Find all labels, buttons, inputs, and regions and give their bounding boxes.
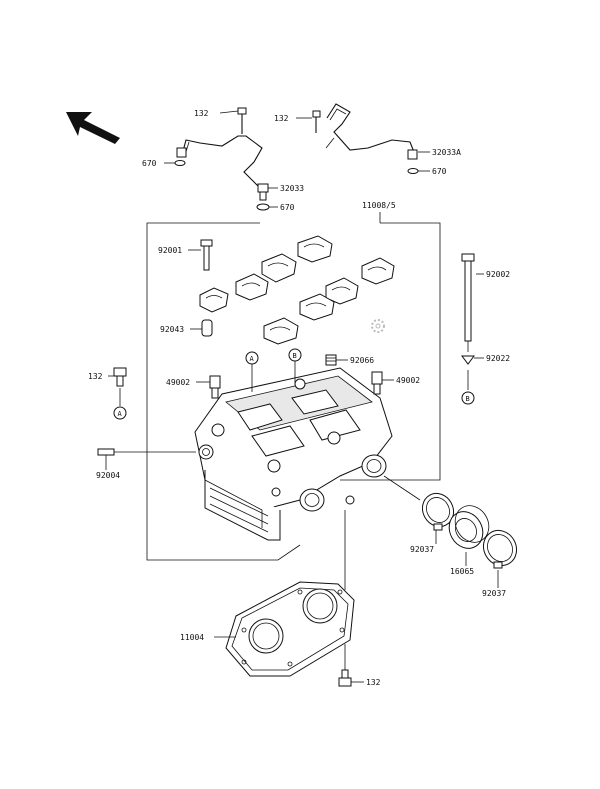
label-670-right: 670: [432, 167, 447, 176]
label-49002-left: 49002: [166, 378, 190, 387]
callout-b-top: B: [293, 352, 297, 360]
leader-lines: [105, 110, 499, 683]
stud-92002: [461, 253, 475, 352]
bolt-132-bottom: [338, 644, 352, 687]
label-assembly: 11008/5: [362, 201, 396, 210]
label-92037-right: 92037: [482, 589, 506, 598]
label-132-top-left: 132: [194, 109, 209, 118]
label-11004: 11004: [180, 633, 204, 642]
callout-a-left: A: [118, 410, 123, 418]
label-92043: 92043: [160, 325, 184, 334]
plug-92066: [325, 354, 337, 366]
label-92037-left: 92037: [410, 545, 434, 554]
dowel-92043: [201, 319, 213, 337]
sensor-49002-left: [209, 375, 221, 399]
bolt-132-left: [113, 367, 127, 420]
label-132-bottom: 132: [366, 678, 381, 687]
callout-labels: A A B B: [118, 352, 470, 418]
label-92022: 92022: [486, 354, 510, 363]
label-32033a: 32033A: [432, 148, 461, 157]
cylinder-head: [194, 367, 393, 541]
direction-arrow-icon: [66, 112, 120, 144]
label-32033: 32033: [280, 184, 304, 193]
label-92066: 92066: [350, 356, 374, 365]
head-gasket: [225, 510, 355, 677]
label-49002-right: 49002: [396, 376, 420, 385]
washer-92022: [461, 355, 475, 405]
hose-assembly-right: [312, 103, 419, 174]
label-16065: 16065: [450, 567, 474, 576]
callout-a-top: A: [250, 355, 255, 363]
label-92002: 92002: [486, 270, 510, 279]
cam-caps: [199, 235, 395, 345]
label-670-left: 670: [142, 159, 157, 168]
label-132-left: 132: [88, 372, 103, 381]
label-92001: 92001: [158, 246, 182, 255]
callout-b-right: B: [466, 395, 470, 403]
sensor-49002-right: [371, 371, 383, 395]
label-92004: 92004: [96, 471, 120, 480]
label-132-top-right: 132: [274, 114, 289, 123]
part-labels: 132 132 670 32033 670 32033A 670 11008/5…: [88, 109, 510, 687]
hose-assembly-left: [174, 107, 270, 211]
gear-watermark-icon: [371, 319, 385, 333]
label-670-left-bottom: 670: [280, 203, 295, 212]
intake-parts: [383, 475, 518, 569]
callout-markers: [245, 348, 302, 392]
bolt-92001: [200, 239, 213, 271]
